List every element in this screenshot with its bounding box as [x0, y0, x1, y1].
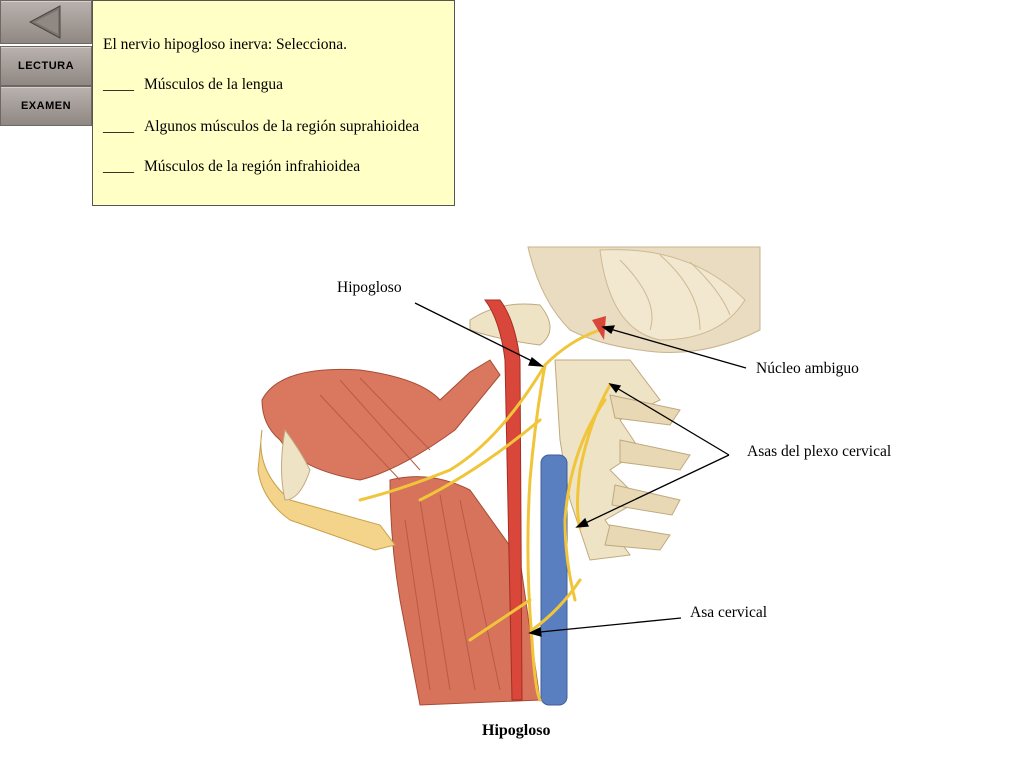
- label-asas-plexo-cervical: Asas del plexo cervical: [747, 443, 892, 460]
- carotid-artery: [484, 299, 523, 701]
- question-prompt: El nervio hipogloso inerva: Selecciona.: [103, 36, 348, 53]
- option-3-text: Músculos de la región infrahioidea: [144, 158, 361, 175]
- examen-button[interactable]: EXAMEN: [0, 86, 92, 126]
- option-1[interactable]: ____ Músculos de la lengua: [103, 76, 283, 94]
- nucleus-ambiguus: [592, 316, 606, 340]
- tongue-muscles: [261, 359, 541, 706]
- back-button[interactable]: [0, 0, 92, 44]
- figure-caption: Hipogloso: [482, 722, 551, 739]
- option-3-blank[interactable]: ____: [103, 158, 134, 175]
- mandible: [257, 429, 396, 551]
- option-2-text: Algunos músculos de la región suprahioid…: [144, 118, 420, 135]
- label-hipogloso: Hipogloso: [337, 279, 402, 296]
- hyoid-bone: [281, 428, 311, 501]
- lectura-button[interactable]: LECTURA: [0, 46, 92, 86]
- option-1-text: Músculos de la lengua: [144, 76, 284, 93]
- label-asa-cervical: Asa cervical: [690, 604, 768, 621]
- option-2-blank[interactable]: ____: [103, 118, 134, 135]
- question-box: El nervio hipogloso inerva: Selecciona. …: [92, 0, 455, 206]
- jugular-vein: [540, 454, 568, 706]
- brain-region: [527, 246, 761, 353]
- left-arrow-icon: [28, 5, 61, 39]
- nerves: [358, 328, 612, 702]
- option-2[interactable]: ____ Algunos músculos de la región suprah…: [103, 118, 419, 136]
- label-nucleo-ambiguo: Núcleo ambiguo: [756, 360, 859, 377]
- cervical-vertebrae: [554, 359, 691, 561]
- pointer-lines: [414, 302, 747, 637]
- examen-label: EXAMEN: [20, 100, 72, 112]
- lectura-label: LECTURA: [17, 60, 75, 72]
- option-3[interactable]: ____ Músculos de la región infrahioidea: [103, 158, 360, 176]
- option-1-blank[interactable]: ____: [103, 76, 134, 93]
